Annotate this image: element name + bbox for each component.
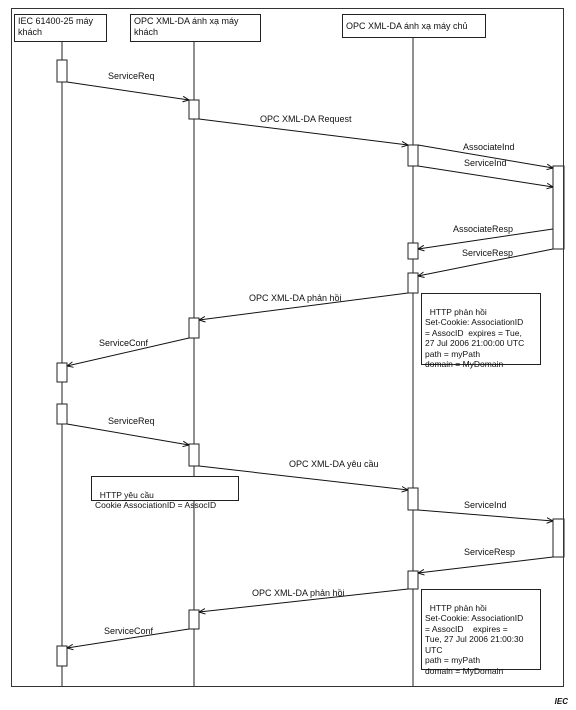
message-label: AssociateInd: [463, 142, 515, 152]
message-arrow: [418, 556, 554, 573]
message-arrow: [66, 81, 189, 100]
message-label: ServiceReq: [108, 71, 155, 81]
http-response-note: HTTP phản hồi Set-Cookie: AssociationID …: [421, 293, 541, 369]
message-arrow: [198, 465, 408, 490]
message-label: ServiceConf: [99, 338, 149, 348]
http-request-note: HTTP yêu cầu Cookie AssociationID = Asso…: [91, 476, 239, 510]
message-arrow: [198, 118, 408, 145]
message-label: AssociateResp: [453, 224, 513, 234]
participant-label: OPC XML-DA ánh xạ máy chủ: [346, 21, 468, 31]
activation-box: [552, 165, 565, 250]
note-text: HTTP phản hồi Set-Cookie: AssociationID …: [425, 602, 524, 676]
message-label: OPC XML-DA phản hồi: [252, 588, 345, 598]
activation-box: [407, 570, 419, 590]
activation-box: [56, 403, 68, 425]
message-arrow: [66, 423, 189, 445]
participant-server-mapping: OPC XML-DA ánh xạ máy chủ: [342, 14, 486, 38]
activation-box: [407, 487, 419, 511]
message-label: OPC XML-DA phản hồi: [249, 293, 342, 303]
message-arrow: [418, 248, 554, 276]
message-label: ServiceReq: [108, 416, 155, 426]
http-response-note: HTTP phản hồi Set-Cookie: AssociationID …: [421, 589, 541, 676]
participant-client-mapping: OPC XML-DA ánh xạ máy khách: [130, 14, 261, 42]
activation-box: [407, 242, 419, 260]
activation-box: [407, 144, 419, 167]
participant-label: IEC 61400-25 máy khách: [18, 16, 94, 37]
participant-label: OPC XML-DA ánh xạ máy khách: [134, 16, 239, 37]
activation-box: [188, 443, 200, 467]
message-arrow: [67, 337, 190, 366]
message-label: ServiceInd: [464, 500, 507, 510]
message-arrow: [199, 588, 409, 612]
activation-box: [188, 317, 200, 339]
activation-box: [188, 609, 200, 630]
note-text: HTTP phản hồi Set-Cookie: AssociationID …: [425, 306, 525, 370]
activation-box: [552, 518, 565, 558]
message-arrow: [67, 628, 190, 648]
activation-box: [56, 645, 68, 667]
participant-client: IEC 61400-25 máy khách: [14, 14, 107, 42]
activation-box: [56, 362, 68, 383]
activation-box: [407, 272, 419, 294]
message-arrow: [199, 292, 409, 320]
message-arrow: [417, 144, 553, 168]
message-label: ServiceInd: [464, 158, 507, 168]
message-label: ServiceConf: [104, 626, 154, 636]
message-label: OPC XML-DA Request: [260, 114, 352, 124]
message-arrow: [418, 228, 554, 249]
message-label: OPC XML-DA yêu cầu: [289, 459, 379, 469]
activation-box: [56, 59, 68, 83]
message-label: ServiceResp: [464, 547, 515, 557]
message-arrow: [417, 165, 553, 187]
iec-label: IEC: [554, 697, 568, 706]
message-label: ServiceResp: [462, 248, 513, 258]
note-text: HTTP yêu cầu Cookie AssociationID = Asso…: [95, 489, 217, 511]
activation-box: [188, 99, 200, 120]
message-arrow: [417, 509, 553, 521]
